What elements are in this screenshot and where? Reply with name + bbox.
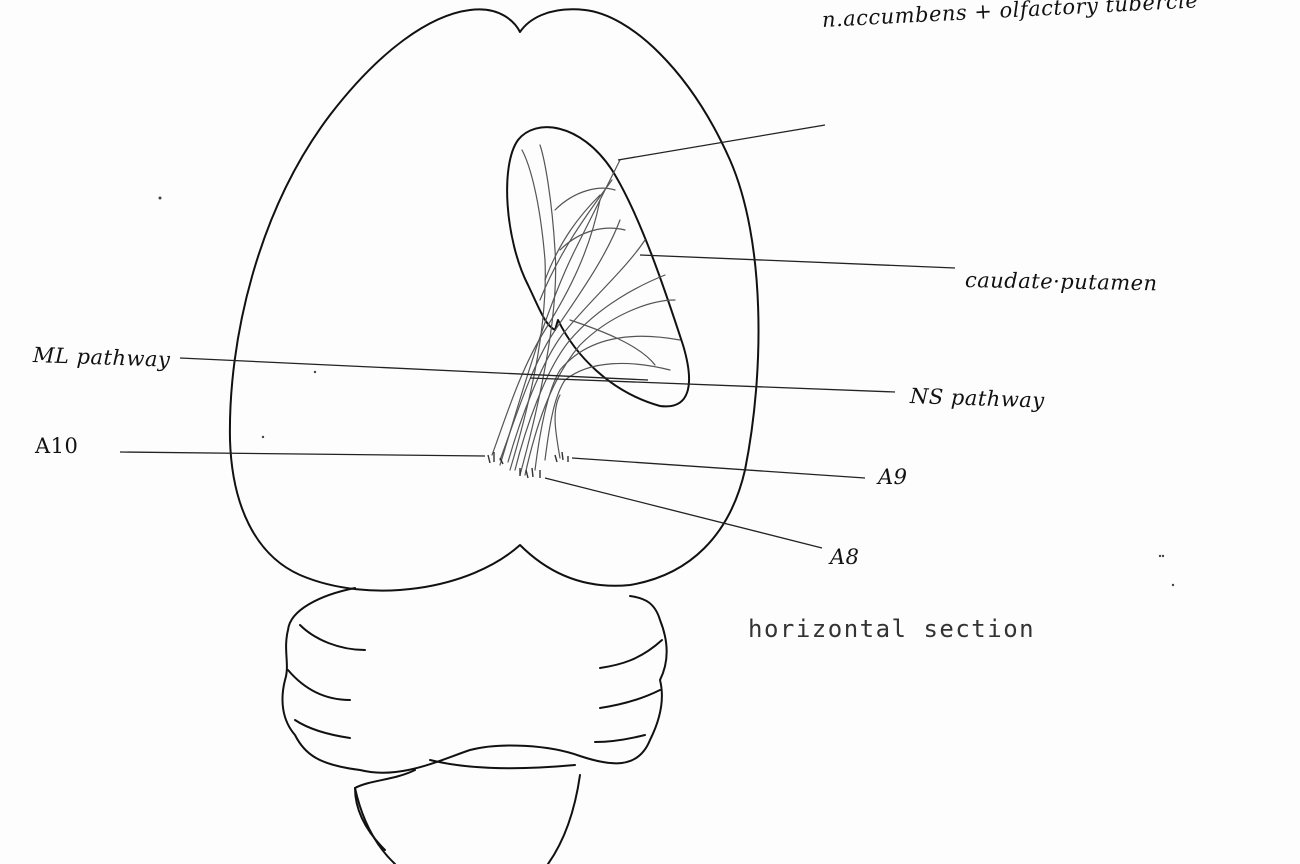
cerebellum-fold (295, 720, 350, 738)
cerebellum-outline (282, 588, 666, 773)
leader-a9 (572, 458, 865, 478)
label-a8: A8 (830, 545, 860, 569)
leader-accumbens (618, 125, 825, 160)
leader-a8 (545, 478, 822, 548)
leader-caudate (640, 255, 955, 268)
fiber-bundle (492, 145, 680, 475)
label-a10: A10 (35, 434, 78, 458)
label-ns-pathway: NS pathway (910, 384, 1045, 413)
cerebellum-fold (600, 640, 662, 668)
label-ml-pathway: ML pathway (33, 343, 171, 372)
striatum-outline (507, 127, 689, 406)
diagram-caption: horizontal section (748, 615, 1035, 643)
label-a9: A9 (878, 465, 908, 489)
cerebellum-fold (288, 670, 350, 700)
cerebellum-fold (300, 625, 365, 650)
leader-ml (180, 358, 648, 380)
cerebellum-fold (600, 690, 660, 708)
leader-lines (120, 125, 955, 548)
cerebellum-fold (595, 735, 645, 742)
leader-ns (530, 378, 895, 392)
label-caudate-putamen: caudate·putamen (965, 268, 1158, 295)
leader-a10 (120, 452, 485, 456)
cerebrum-outline (230, 9, 759, 590)
brainstem-outline (355, 770, 415, 850)
